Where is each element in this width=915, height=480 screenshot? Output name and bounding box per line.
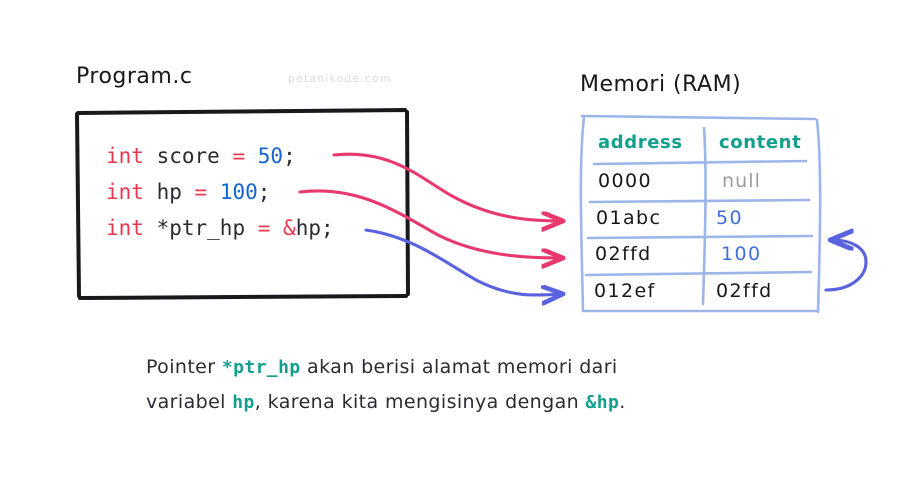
memory-table: address content 0000 null 01abc 50 02ffd… xyxy=(576,112,830,314)
caption-line2-post: . xyxy=(619,391,626,413)
code-token-punct: hp; xyxy=(295,216,334,240)
code-line: int score = 50; xyxy=(106,138,334,174)
caption-line2-pre: variabel xyxy=(146,391,233,413)
code-line: int hp = 100; xyxy=(106,174,334,210)
code-token-ident: score xyxy=(143,144,233,168)
code-token-keyword: int xyxy=(106,180,144,204)
code-token-keyword: int xyxy=(106,216,144,240)
code-token-ident xyxy=(245,144,258,168)
table-row-content: null xyxy=(722,170,762,192)
caption-line1-post: akan berisi alamat memori dari xyxy=(300,356,618,378)
table-row-content: 50 xyxy=(716,207,743,229)
caption-line-1: Pointer *ptr_hp akan berisi alamat memor… xyxy=(146,350,806,385)
arrow-loop-012ef-to-02ffd xyxy=(824,240,868,292)
code-token-keyword: int xyxy=(106,144,144,168)
code-token-operator: = xyxy=(194,180,208,204)
caption-line-2: variabel hp, karena kita mengisinya deng… xyxy=(146,385,806,420)
table-row-content: 02ffd xyxy=(716,280,773,302)
table-row-address: 02ffd xyxy=(595,243,652,265)
memory-panel-title: Memori (RAM) xyxy=(580,72,742,97)
column-header-address: address xyxy=(598,132,683,153)
caption-line1-code: *ptr_hp xyxy=(221,357,301,378)
code-token-punct: ; xyxy=(257,180,271,204)
caption-line2-code-amphp: &hp xyxy=(585,392,620,413)
code-token-ident: hp xyxy=(143,180,195,204)
code-token-operator: = xyxy=(257,216,271,240)
code-block: int score = 50;int hp = 100;int *ptr_hp … xyxy=(106,138,334,246)
program-panel-title: Program.c xyxy=(76,64,193,89)
code-token-operator: & xyxy=(283,216,296,240)
code-token-ident xyxy=(207,180,220,204)
caption-line2-code-hp: hp xyxy=(232,392,255,413)
table-row-address: 012ef xyxy=(594,280,656,302)
code-token-punct: ; xyxy=(283,144,296,168)
code-token-ident: *ptr_hp xyxy=(143,216,258,240)
code-token-number: 50 xyxy=(257,144,284,168)
caption-text: Pointer *ptr_hp akan berisi alamat memor… xyxy=(146,350,806,420)
code-token-number: 100 xyxy=(219,180,258,204)
column-header-content: content xyxy=(719,132,802,153)
code-token-operator: = xyxy=(232,144,246,168)
watermark-text: petanikode.com xyxy=(288,72,392,85)
table-row-address: 0000 xyxy=(598,170,652,192)
caption-line2-mid: , karena kita mengisinya dengan xyxy=(254,391,586,413)
table-row-content: 100 xyxy=(721,243,762,265)
code-token-ident xyxy=(270,216,283,240)
caption-line1-pre: Pointer xyxy=(146,356,222,378)
code-line: int *ptr_hp = &hp; xyxy=(106,210,334,246)
table-row-address: 01abc xyxy=(596,207,662,229)
